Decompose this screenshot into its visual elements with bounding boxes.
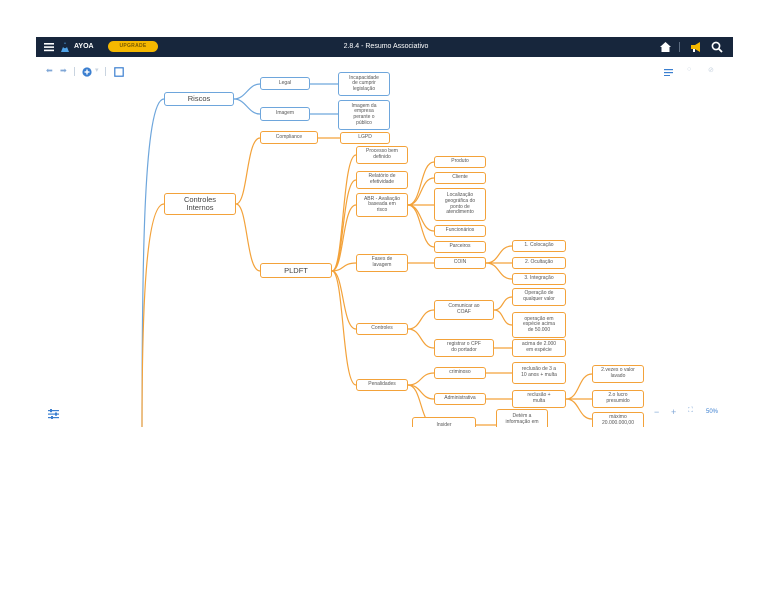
redo-icon[interactable]: ➡ — [60, 66, 67, 75]
node-lucro[interactable]: 2.o lucro presumido — [592, 390, 644, 408]
node-abr[interactable]: ABR - Avaliação baseada em risco — [356, 193, 408, 217]
undo-icon[interactable]: ⬅ — [46, 66, 53, 75]
node-produto[interactable]: Produto — [434, 156, 486, 168]
comment-icon[interactable]: ○ — [687, 66, 692, 73]
node-ocultacao[interactable]: 2. Ocultação — [512, 257, 566, 269]
node-penalidades[interactable]: Penalidades — [356, 379, 408, 391]
node-legal[interactable]: Legal — [260, 77, 310, 90]
map-title[interactable]: 2.8.4 - Resumo Associativo — [343, 43, 429, 50]
divider — [105, 67, 106, 76]
node-reclusao[interactable]: reclusão de 3 a 10 anos + multa — [512, 362, 566, 384]
fit-screen-icon[interactable]: ⛶ — [688, 407, 693, 414]
ayoa-logo-icon — [61, 42, 69, 52]
divider — [74, 67, 75, 76]
node-relatorio[interactable]: Relatório de efetividade — [356, 171, 408, 189]
search-icon[interactable] — [711, 41, 723, 53]
node-fases[interactable]: Fases de lavagem — [356, 254, 408, 272]
align-icon[interactable] — [664, 69, 673, 76]
zoom-level[interactable]: 50% — [706, 409, 719, 415]
divider — [679, 42, 680, 52]
menu-icon[interactable] — [44, 42, 54, 52]
node-pldft[interactable]: PLDFT — [260, 263, 332, 278]
node-operacao-qualquer[interactable]: Operação de qualquer valor — [512, 288, 566, 306]
node-coin[interactable]: COIN — [434, 257, 486, 269]
megaphone-icon[interactable] — [691, 42, 702, 52]
node-integracao[interactable]: 3. Integração — [512, 273, 566, 285]
zoom-in-icon[interactable]: + — [671, 407, 677, 417]
branch-lines — [141, 83, 593, 427]
node-controles[interactable]: Controles — [356, 323, 408, 335]
node-criminoso[interactable]: criminoso — [434, 367, 486, 379]
node-duas-vezes[interactable]: 2.vezes o valor lavado — [592, 365, 644, 383]
node-lgpd[interactable]: LGPD — [340, 132, 390, 144]
node-administrativa[interactable]: Administrativa — [434, 393, 486, 405]
top-bar: AYOA UPGRADE 2.8.4 - Resumo Associativo — [36, 37, 733, 57]
node-controles-internos[interactable]: Controles Internos — [164, 193, 236, 215]
node-reclusao-multa[interactable]: reclusão + multa — [512, 390, 566, 408]
node-cliente[interactable]: Cliente — [434, 172, 486, 184]
node-riscos[interactable]: Riscos — [164, 92, 234, 106]
chevron-down-icon[interactable]: ▾ — [95, 67, 99, 74]
node-operacao-especie[interactable]: operação em espécie acima de 50.000 — [512, 312, 566, 338]
frame-icon[interactable] — [114, 67, 124, 77]
settings-sliders-icon[interactable] — [48, 409, 59, 419]
node-imagem[interactable]: Imagem — [260, 107, 310, 121]
node-registrar[interactable]: registrar o CPF do portador — [434, 339, 494, 357]
zoom-out-icon[interactable]: − — [654, 407, 660, 417]
attachment-icon[interactable]: ⊘ — [708, 67, 714, 74]
node-processo[interactable]: Processo bem definido — [356, 146, 408, 164]
node-colocacao[interactable]: 1. Colocação — [512, 240, 566, 252]
node-insider[interactable]: Insider — [412, 417, 476, 427]
node-acima-2000[interactable]: acima de 2.000 em espécie — [512, 339, 566, 357]
node-imagem-empresa[interactable]: Imagem da empresa perante o público — [338, 100, 390, 130]
node-maximo[interactable]: máximo 20.000.000,00 — [592, 412, 644, 427]
node-incapacidade[interactable]: Incapacidade de cumprir legislação — [338, 72, 390, 96]
mindmap-canvas[interactable]: ⬅ ➡ ▾ ○ ⊘ Riscos Legal Incapacidade de c… — [36, 57, 733, 427]
node-compliance[interactable]: Compliance — [260, 131, 318, 144]
add-icon[interactable] — [82, 67, 92, 77]
app-window: AYOA UPGRADE 2.8.4 - Resumo Associativo — [36, 37, 733, 427]
node-funcionarios[interactable]: Funcionários — [434, 225, 486, 237]
node-localizacao[interactable]: Localização geográfica do ponto de atend… — [434, 188, 486, 221]
home-icon[interactable] — [660, 42, 671, 52]
upgrade-button[interactable]: UPGRADE — [108, 41, 158, 52]
node-parceiros[interactable]: Parceiros — [434, 241, 486, 253]
node-detem[interactable]: Detém a informação em — [496, 409, 548, 427]
brand-name: AYOA — [74, 43, 94, 50]
node-comunicar[interactable]: Comunicar ao COAF — [434, 300, 494, 320]
